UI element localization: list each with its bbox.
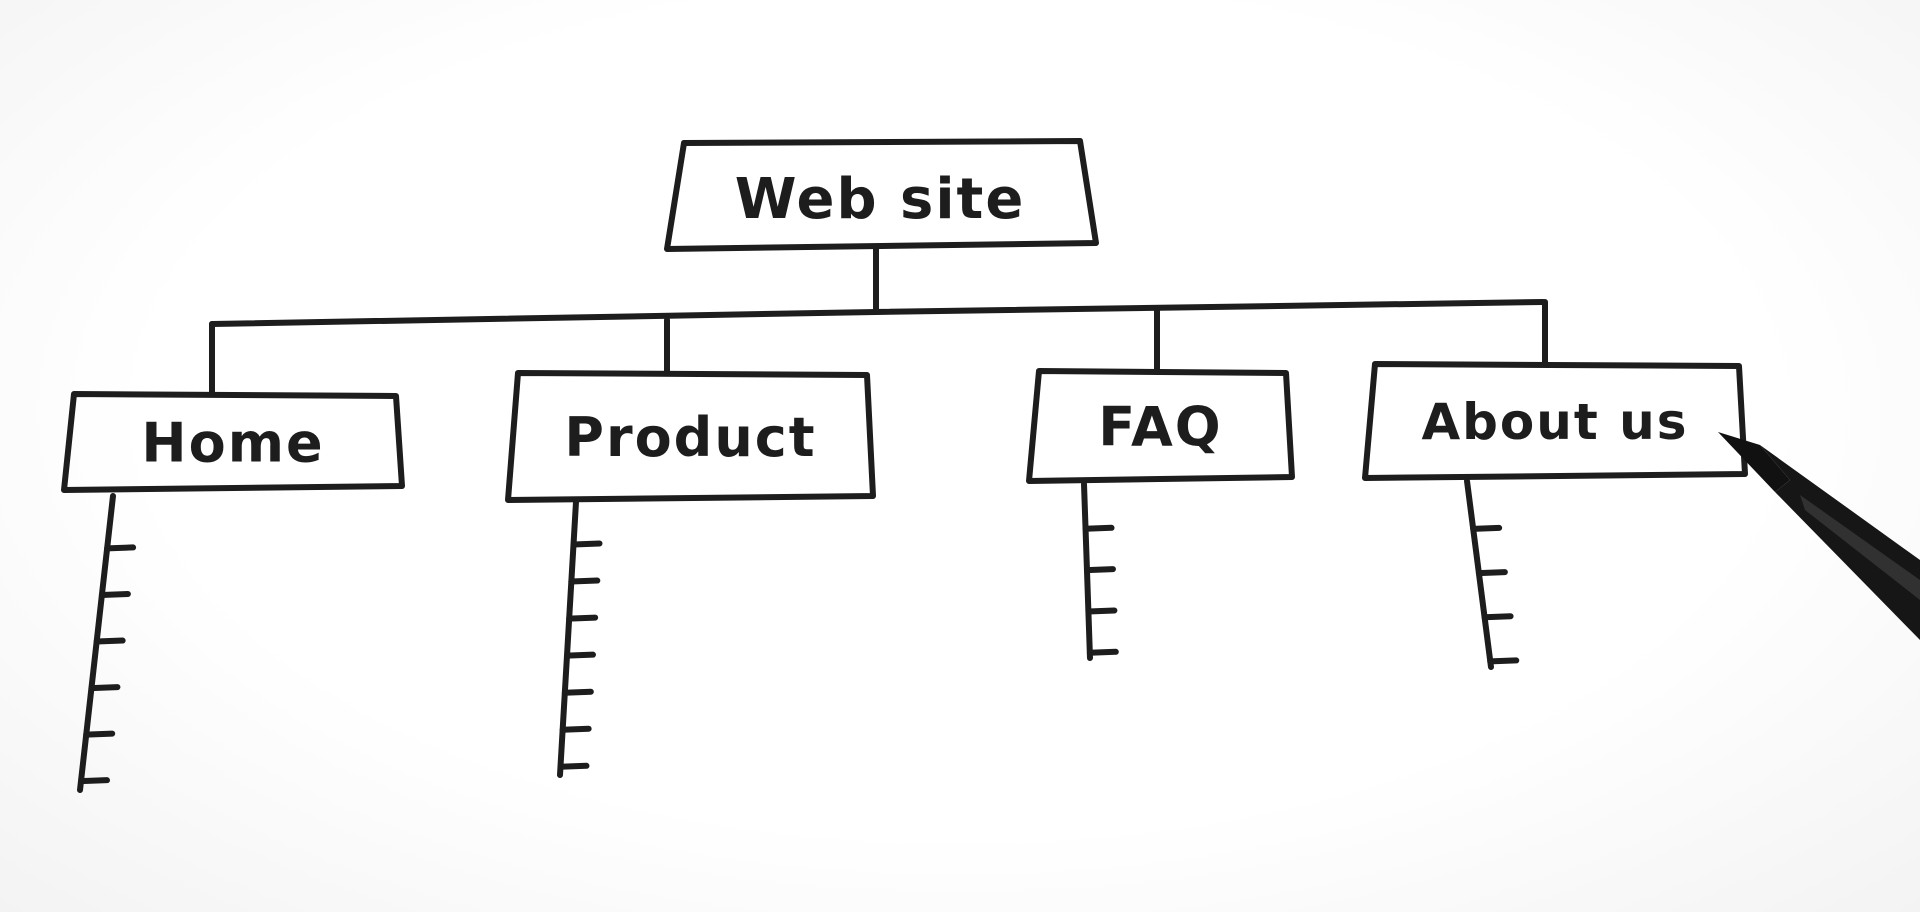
sub-item-tick [568, 577, 601, 585]
sub-item-tick [1487, 657, 1520, 665]
sub-item-tick [83, 730, 116, 738]
node-label: Product [564, 406, 816, 469]
sub-item-tick [1481, 613, 1514, 621]
root-node: Web site [664, 138, 1099, 252]
sub-item-tick [77, 777, 110, 785]
node-label: Home [141, 411, 324, 474]
node-label: FAQ [1098, 395, 1222, 458]
marker-pen-icon [1718, 432, 1920, 640]
node-box [61, 391, 405, 493]
sub-item-tick [1082, 524, 1115, 532]
node-about-us: About us [1362, 299, 1748, 670]
sub-item-tick [1470, 524, 1503, 532]
sub-item-tick [557, 762, 590, 770]
node-label: About us [1421, 393, 1688, 451]
branch-line [209, 299, 1546, 327]
sub-item-tick [98, 590, 131, 598]
sub-item-tick [1475, 569, 1508, 577]
sub-item-tick [563, 651, 596, 659]
sub-item-tick [1085, 607, 1118, 615]
sub-item-tick [93, 637, 126, 645]
node-home: Home [61, 321, 405, 793]
sub-item-tick [1083, 566, 1116, 574]
node-product: Product [505, 317, 876, 778]
node-faq: FAQ [1026, 307, 1295, 661]
sub-item-tick [104, 544, 137, 552]
root-box [664, 138, 1099, 252]
node-box [1026, 368, 1295, 484]
sub-item-tick [566, 614, 599, 622]
node-box [505, 370, 876, 503]
sub-item-tick [559, 725, 592, 733]
sub-item-tick [88, 684, 121, 692]
sub-item-tick [1086, 648, 1119, 656]
sub-item-tick [570, 540, 603, 548]
sub-item-tick [561, 688, 594, 696]
node-box [1362, 361, 1748, 481]
root-label: Web site [735, 167, 1026, 232]
